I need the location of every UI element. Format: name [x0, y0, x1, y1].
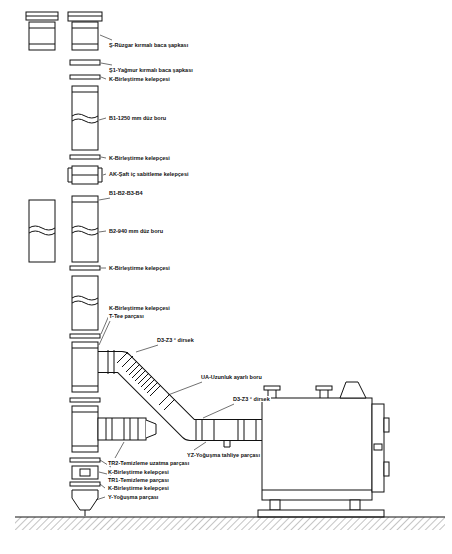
part-label: T-Tee parçası: [108, 313, 145, 319]
leader-line: [99, 118, 106, 120]
part-label: UA-Uzunluk ayarlı boru: [200, 374, 263, 380]
straight-pipe-1250: [72, 86, 98, 150]
leader-line: [96, 497, 105, 500]
leader-line: [194, 442, 206, 450]
condensate-piece: [72, 490, 98, 510]
leader-lines: [96, 35, 234, 500]
straight-pipe: [72, 276, 98, 330]
part-label: AK-Şaft iç sabitleme kelepçesi: [108, 171, 189, 177]
clamp-ring: [70, 266, 100, 270]
part-label: D3-Z3 ° dirsek: [232, 396, 271, 402]
leader-line: [203, 404, 234, 418]
part-label: Ş-Rüzgar kırmalı baca şapkası: [108, 42, 189, 48]
leader-line: [100, 35, 112, 40]
clamp-ring: [70, 334, 100, 338]
wind-cap: [68, 12, 102, 50]
straight-pipe-940: [72, 196, 98, 262]
part-label: K-Birleştirme kelepçesi: [108, 76, 171, 82]
part-label: TR2-Temizleme uzatma parçası: [107, 460, 190, 466]
part-label: YZ-Yoğuşma tahliye parçası: [186, 452, 261, 458]
leader-line: [101, 77, 106, 79]
leader-line: [168, 382, 202, 395]
part-label: Ş1-Yağmur kırmalı baca şapkası: [108, 67, 194, 73]
lower-tee: [72, 406, 98, 452]
cleaning-extension: [98, 418, 156, 440]
shaft-clamp: [68, 166, 102, 184]
clamp-ring: [70, 155, 100, 159]
part-label: TR1-Temizleme parçası: [107, 477, 170, 483]
boiler: [258, 382, 389, 517]
part-label: D3-Z3 ° dirsek: [156, 337, 195, 343]
leader-line: [101, 157, 106, 158]
floor: [15, 517, 445, 530]
clamp-ring: [70, 75, 100, 79]
part-label: K-Birleştirme kelepçesi: [107, 485, 170, 491]
leader-line: [99, 321, 110, 345]
leader-line: [100, 484, 105, 488]
part-label: K-Birleştirme kelepçesi: [108, 155, 171, 161]
leader-line: [99, 231, 106, 233]
part-label: B2-940 mm düz boru: [108, 228, 164, 234]
wind-cap-left: [26, 12, 58, 50]
part-label: B1-B2-B3-B4: [108, 190, 144, 196]
cleaning-piece: [72, 466, 98, 479]
clamp-ring: [70, 458, 100, 462]
part-label: Y-Yoğuşma parçası: [107, 494, 159, 500]
leader-line: [101, 63, 112, 65]
leader-line: [101, 268, 106, 269]
leader-line: [103, 174, 106, 176]
tee-piece: [72, 342, 98, 392]
clamp-ring: [70, 398, 100, 402]
drain-stub: [85, 510, 86, 516]
part-label: K-Birleştirme kelepçesi: [107, 469, 170, 475]
part-label: B1-1250 mm düz boru: [108, 115, 167, 121]
leader-line: [99, 198, 110, 200]
part-label: K-Birleştirme kelepçesi: [108, 305, 171, 311]
part-label: K-Birleştirme kelepçesi: [108, 265, 171, 271]
rain-cap-ring: [70, 60, 100, 65]
leader-line: [115, 442, 124, 458]
leader-line: [136, 345, 158, 352]
straight-pipe-left: [29, 200, 55, 262]
clamp-ring: [70, 482, 100, 486]
